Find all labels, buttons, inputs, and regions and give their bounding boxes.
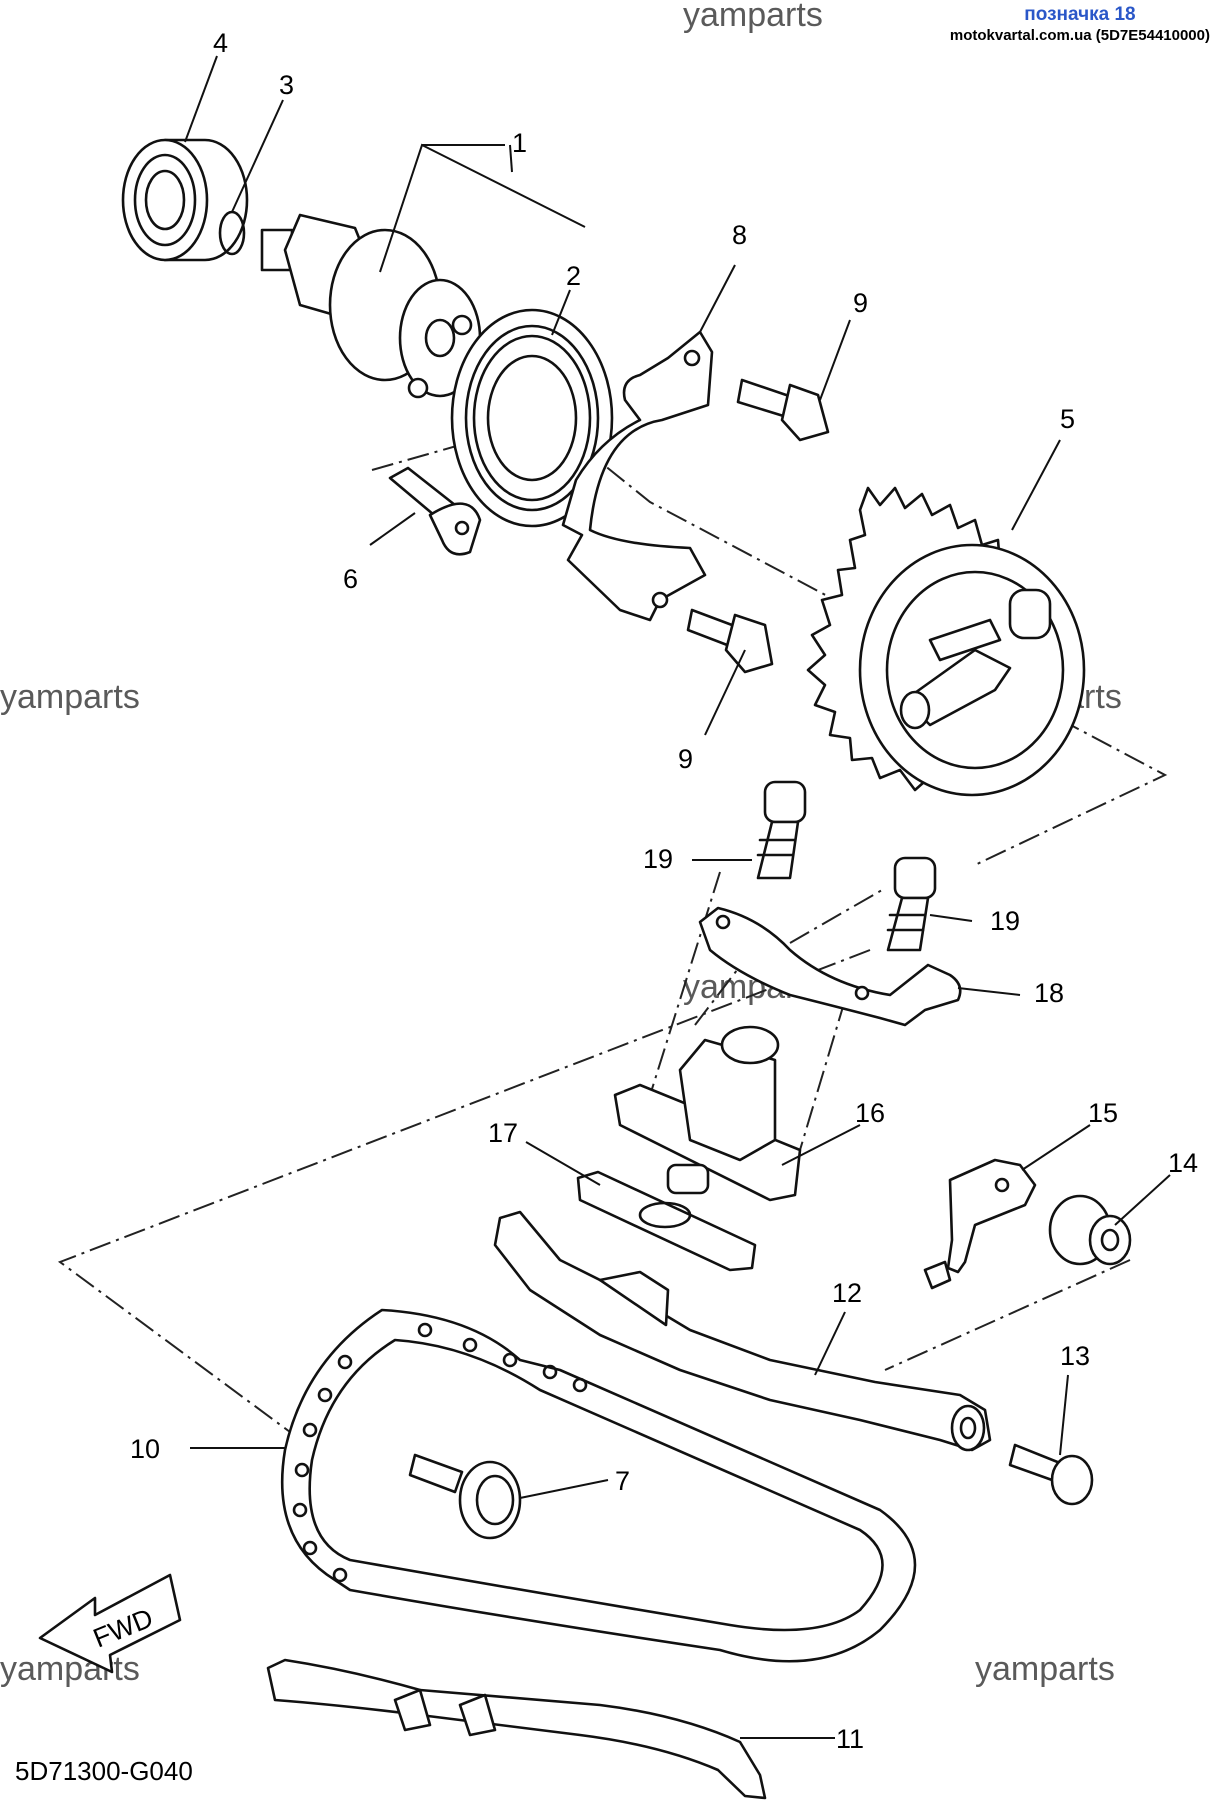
tag-site: motokvartal.com.ua (5D7E54410000) xyxy=(949,27,1210,44)
tag-title: позначка 18 xyxy=(1024,4,1136,25)
dowel-pin-part xyxy=(388,466,482,556)
callout-11: 11 xyxy=(836,1724,864,1754)
camshaft-part xyxy=(260,213,482,399)
leader-lines xyxy=(184,55,1171,1739)
callout-18: 18 xyxy=(1034,978,1064,1008)
callout-12: 12 xyxy=(832,1278,862,1308)
callout-17: 17 xyxy=(488,1118,518,1148)
callout-19-left: 19 xyxy=(643,844,673,874)
callout-10: 10 xyxy=(130,1434,160,1464)
callout-3: 3 xyxy=(279,70,294,100)
callout-14: 14 xyxy=(1168,1148,1198,1178)
cam-sprocket-part xyxy=(806,486,1086,797)
callout-16: 16 xyxy=(855,1098,885,1128)
timing-chain-part xyxy=(280,1308,917,1663)
bolt-upper-part xyxy=(736,378,830,442)
diagram-code: 5D71300-G040 xyxy=(15,1756,193,1786)
callout-13: 13 xyxy=(1060,1341,1090,1371)
callout-4: 4 xyxy=(213,28,228,58)
catalog-tag: позначка 18 motokvartal.com.ua (5D7E5441… xyxy=(950,4,1210,46)
watermark-bottom-left: yamparts xyxy=(0,1650,140,1688)
sprocket-bearing-part xyxy=(450,308,614,528)
stopper-guide-part xyxy=(698,906,962,1027)
watermark-top: yamparts xyxy=(683,0,823,34)
chain-guide-front-part xyxy=(266,1658,767,1800)
chain-guide-rear-part xyxy=(493,1210,992,1452)
bearing-part xyxy=(121,138,249,262)
alignment-lines xyxy=(57,418,1168,1433)
callout-6: 6 xyxy=(343,564,358,594)
bolt-lower-part xyxy=(686,608,774,674)
chain-tensioner-part xyxy=(613,1025,802,1202)
socket-bolt-right-part xyxy=(886,856,937,952)
watermark-left: yamparts xyxy=(0,678,140,716)
callout-9-lower: 9 xyxy=(678,744,693,774)
guide-bracket-part xyxy=(923,1158,1037,1290)
sprocket-bolt-part xyxy=(408,1453,522,1540)
callout-7: 7 xyxy=(615,1466,630,1496)
callout-19-right: 19 xyxy=(990,906,1020,936)
callout-5: 5 xyxy=(1060,404,1075,434)
collar-part xyxy=(1048,1194,1132,1266)
callout-8: 8 xyxy=(732,220,747,250)
socket-bolt-left-part xyxy=(756,780,807,880)
retainer-plate-part xyxy=(561,330,714,622)
callout-2: 2 xyxy=(566,261,581,291)
guide-bolt-part xyxy=(1008,1443,1094,1506)
callout-9-upper: 9 xyxy=(853,288,868,318)
watermark-bottom-right: yamparts xyxy=(975,1650,1115,1688)
callout-15: 15 xyxy=(1088,1098,1118,1128)
callout-1: 1 xyxy=(512,128,527,158)
tensioner-gasket-part xyxy=(576,1170,757,1272)
